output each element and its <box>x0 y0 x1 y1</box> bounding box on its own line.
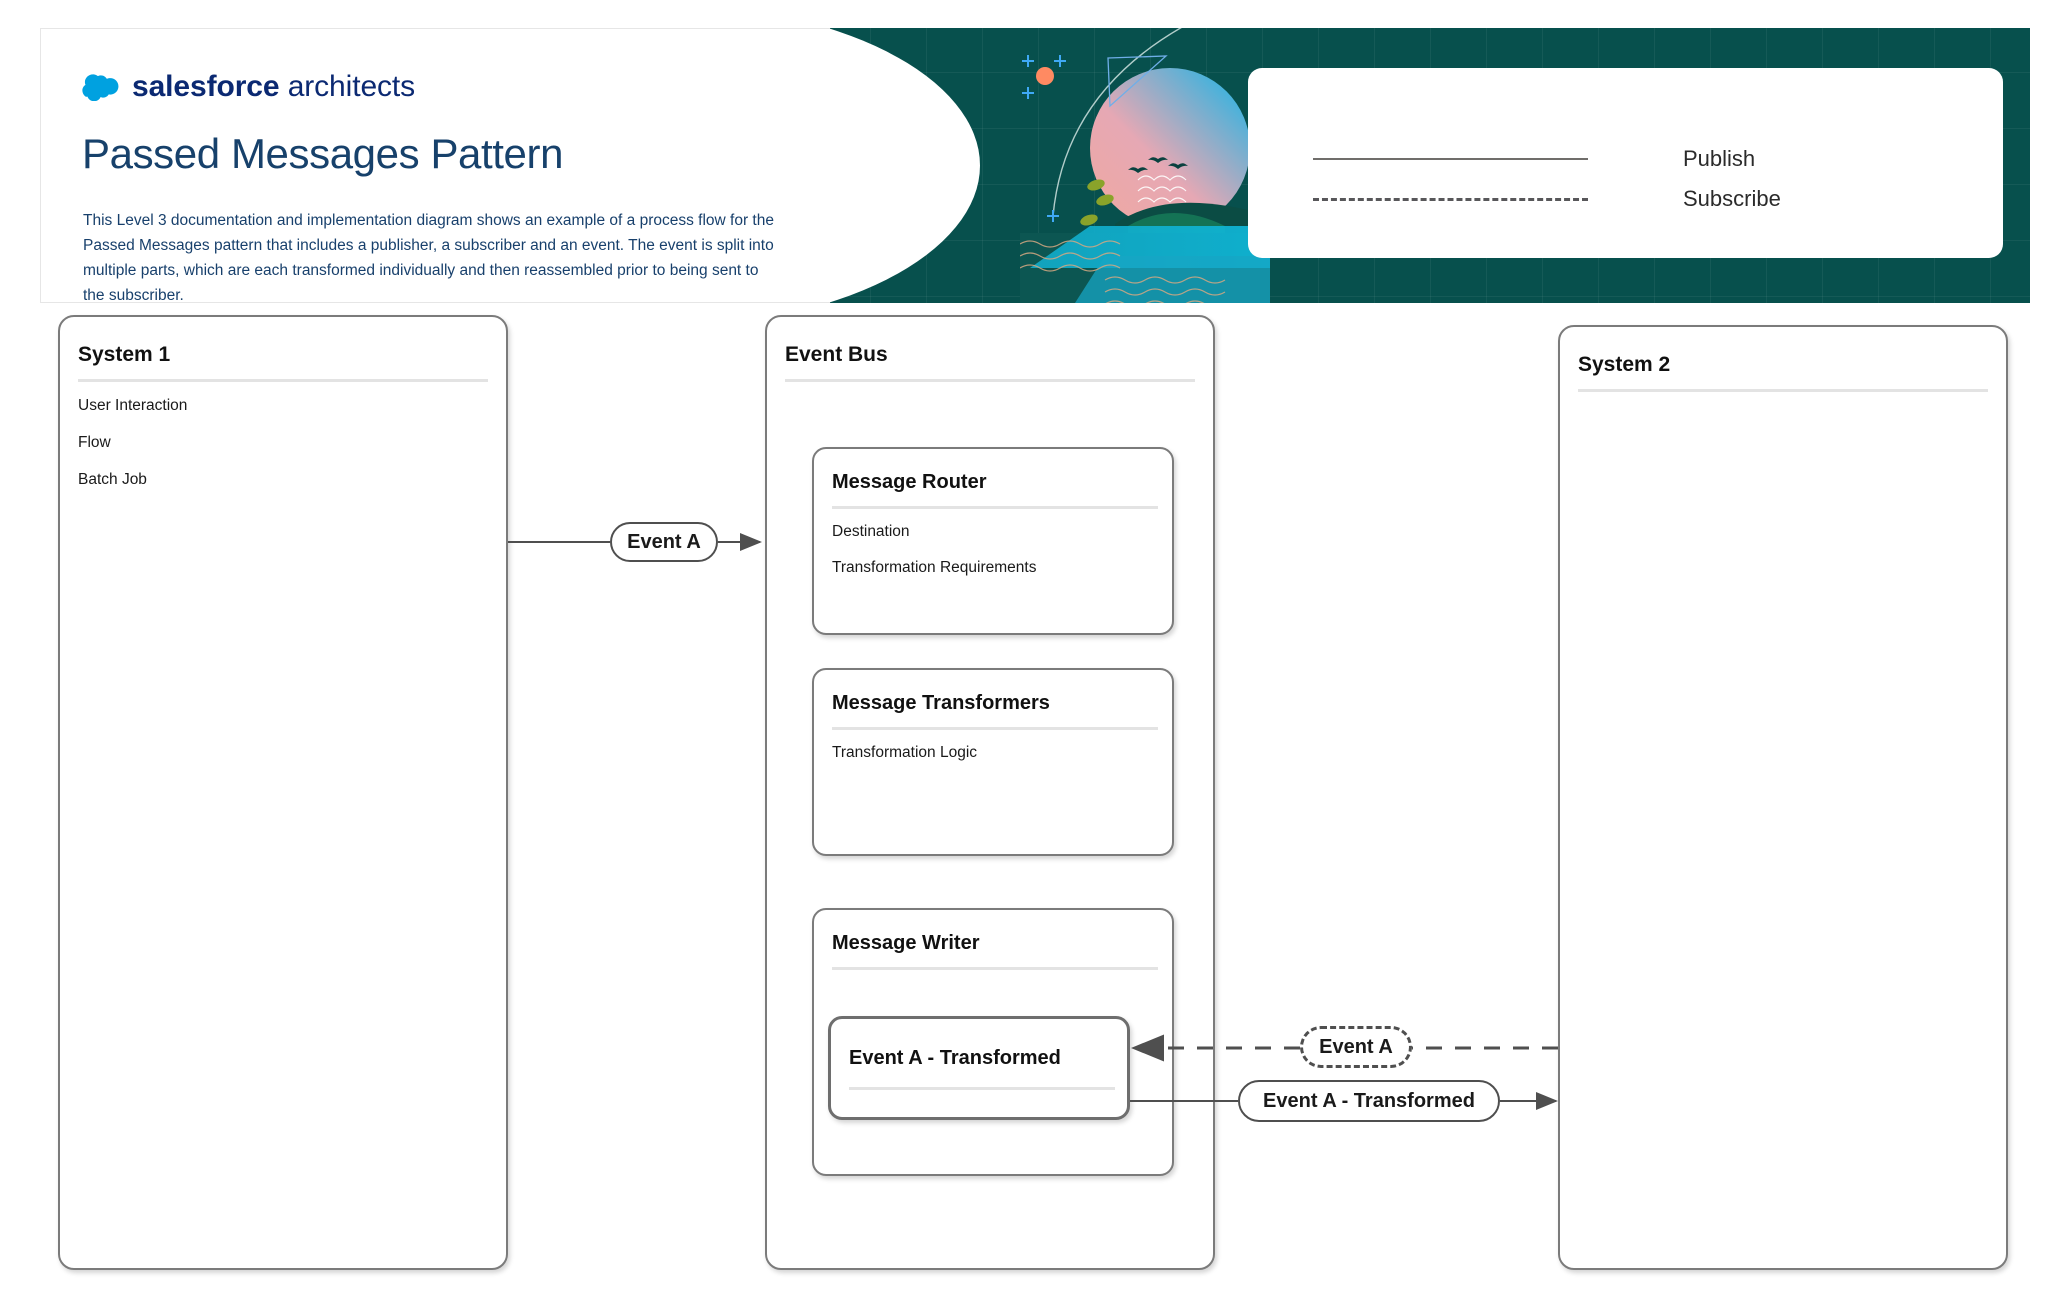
event-bus-title: Event Bus <box>785 343 888 366</box>
legend-card: Publish Subscribe <box>1248 68 2003 258</box>
event-a-transformed-divider <box>849 1087 1115 1090</box>
legend-line-dashed <box>1313 197 1588 201</box>
message-transformers-item-transformation-logic: Transformation Logic <box>832 744 978 761</box>
system1-item-batch-job: Batch Job <box>78 471 147 488</box>
system1-title: System 1 <box>78 343 171 366</box>
system1-panel[interactable]: System 1 User Interaction Flow Batch Job <box>58 315 508 1270</box>
header-band: salesforce architects Passed Messages Pa… <box>40 28 2030 303</box>
brand-logo: salesforce architects <box>82 70 415 104</box>
message-router-item-destination: Destination <box>832 523 910 540</box>
system1-item-list: User Interaction Flow Batch Job <box>78 397 187 508</box>
brand-name-light: architects <box>287 70 416 103</box>
header-artwork <box>1020 28 1270 303</box>
legend-label-subscribe: Subscribe <box>1683 186 1781 211</box>
system1-item-flow: Flow <box>78 434 111 451</box>
system2-divider <box>1578 389 1988 392</box>
brand-name-bold: salesforce <box>132 70 280 103</box>
message-router-divider <box>832 506 1158 509</box>
message-router-title: Message Router <box>832 471 987 493</box>
legend-line-solid <box>1313 158 1588 160</box>
message-writer-title: Message Writer <box>832 932 980 954</box>
intro-panel <box>40 28 830 303</box>
message-router-item-list: Destination Transformation Requirements <box>832 523 1036 595</box>
event-a-transformed-card[interactable]: Event A - Transformed <box>828 1016 1130 1120</box>
message-writer-divider <box>832 967 1158 970</box>
legend-item-subscribe: Subscribe <box>1313 186 1973 212</box>
message-transformers-item-list: Transformation Logic <box>832 744 977 780</box>
event-bus-divider <box>785 379 1195 382</box>
message-router-item-transformation-requirements: Transformation Requirements <box>832 559 1037 576</box>
system2-panel[interactable]: System 2 <box>1558 325 2008 1270</box>
message-transformers-title: Message Transformers <box>832 692 1050 714</box>
system1-item-user-interaction: User Interaction <box>78 397 188 414</box>
brand-logo-text: salesforce architects <box>132 70 415 104</box>
connector-label-event-a-transformed[interactable]: Event A - Transformed <box>1238 1080 1500 1122</box>
message-router-card[interactable]: Message Router Destination Transformatio… <box>812 447 1174 635</box>
system1-divider <box>78 379 488 382</box>
connector-label-event-a-publish[interactable]: Event A <box>610 522 718 562</box>
event-a-transformed-title: Event A - Transformed <box>849 1047 1061 1069</box>
page-title: Passed Messages Pattern <box>82 130 564 177</box>
connector-label-event-a-subscribe[interactable]: Event A <box>1300 1026 1412 1068</box>
message-transformers-card[interactable]: Message Transformers Transformation Logi… <box>812 668 1174 856</box>
page-description: This Level 3 documentation and implement… <box>83 212 774 303</box>
message-transformers-divider <box>832 727 1158 730</box>
system2-title: System 2 <box>1578 353 1671 376</box>
salesforce-cloud-icon <box>82 73 119 101</box>
legend-label-publish: Publish <box>1683 146 1756 171</box>
legend-item-publish: Publish <box>1313 146 1973 172</box>
